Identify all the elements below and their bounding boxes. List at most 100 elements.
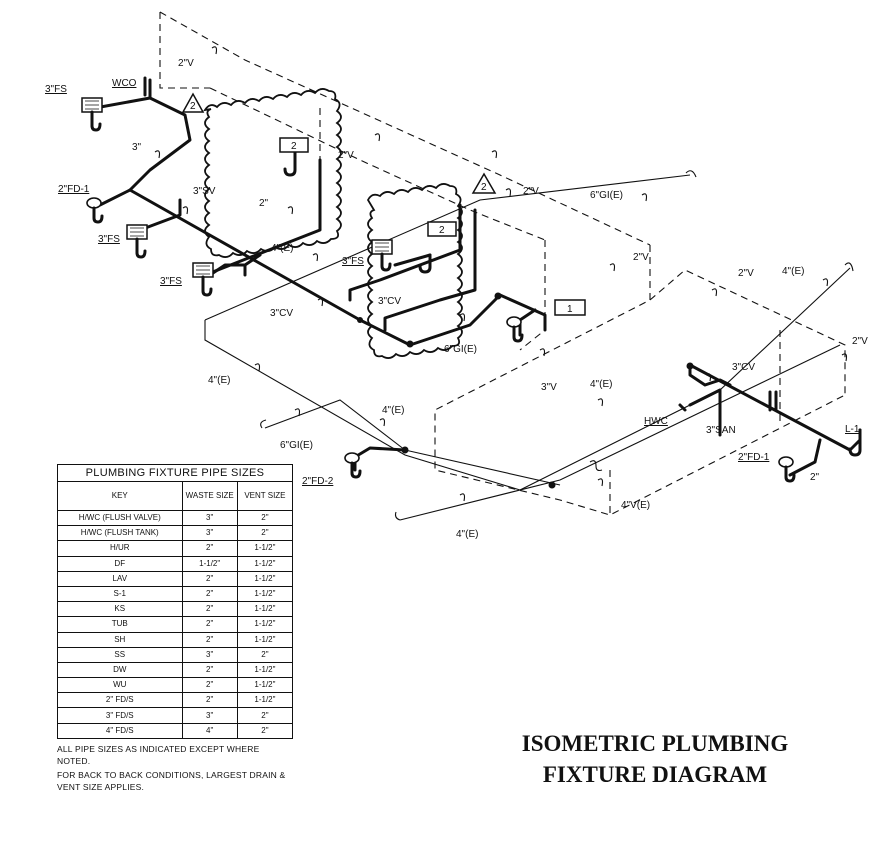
row-vent: 1-1/2" (236, 616, 294, 633)
diagram-title: ISOMETRIC PLUMBING FIXTURE DIAGRAM (470, 728, 840, 790)
pipe-sizes-table: PLUMBING FIXTURE PIPE SIZES KEY WASTE SI… (57, 464, 294, 739)
table-body: H/WC (FLUSH VALVE)3"2"H/WC (FLUSH TANK)3… (57, 509, 294, 739)
row-key: H/WC (FLUSH VALVE) (57, 509, 183, 527)
fixture-label: 3"FS (342, 256, 364, 267)
row-waste: 4" (181, 722, 238, 739)
key-box-label: 1 (567, 304, 573, 315)
key-box-label: 2 (291, 141, 297, 152)
floor-drain-icon (506, 316, 524, 343)
fixture-label: 3"FS (98, 234, 120, 245)
floor-drain-icon (344, 452, 362, 479)
pipe-size-label: 2"V (852, 336, 868, 347)
row-vent: 1-1/2" (236, 631, 294, 648)
floor-sinks (81, 97, 393, 297)
p-traps (243, 148, 862, 457)
pipe-size-label: 3"CV (732, 362, 755, 373)
table-row: H/WC (FLUSH VALVE)3"2" (57, 509, 294, 527)
pipe-size-label: 2"V (338, 150, 354, 161)
row-waste: 2" (181, 585, 238, 603)
floor-sink-icon (126, 224, 148, 259)
pipe-size-label: 4"(E) (382, 405, 404, 416)
pipe-size-label: 2"V (738, 268, 754, 279)
pipe-size-label: 4"(E) (456, 529, 478, 540)
row-vent: 1-1/2" (236, 555, 294, 572)
pipe-size-label: 2" (259, 198, 269, 209)
row-waste: 2" (181, 540, 238, 557)
row-waste: 3" (181, 646, 238, 663)
pipe-size-label: 6"GI(E) (280, 440, 313, 451)
row-key: DW (57, 661, 183, 679)
header-waste: WASTE SIZE (181, 481, 238, 511)
pipe-size-label: 3"SV (193, 186, 216, 197)
table-row: H/WC (FLUSH TANK)3"2" (57, 525, 294, 542)
floor-sink-icon (371, 239, 393, 272)
row-key: 4" FD/S (57, 722, 183, 739)
row-waste: 2" (181, 601, 238, 618)
header-key: KEY (57, 481, 183, 511)
pipe-size-label: 4"(E) (271, 243, 293, 254)
row-key: LAV (57, 570, 183, 587)
row-vent: 1-1/2" (236, 570, 294, 587)
row-vent: 1-1/2" (236, 601, 294, 618)
table-caption: PLUMBING FIXTURE PIPE SIZES (57, 464, 293, 481)
row-key: H/WC (FLUSH TANK) (57, 525, 183, 542)
revision-triangle-label: 2 (481, 182, 487, 193)
floor-drains (86, 197, 796, 483)
pipe-size-label: 2"V (523, 186, 539, 197)
existing-piping-thin (204, 170, 854, 521)
row-key: SS (57, 646, 183, 663)
pipe-size-label: 2"V (633, 252, 649, 263)
row-waste: 3" (181, 525, 238, 542)
pipe-size-label: 4"(E) (208, 375, 230, 386)
pipe-size-label: 3"CV (270, 308, 293, 319)
note-line: FOR BACK TO BACK CONDITIONS, LARGEST DRA… (57, 769, 286, 792)
row-key: TUB (57, 616, 183, 633)
floor-sink-icon (81, 97, 103, 132)
row-waste: 2" (181, 570, 238, 587)
row-key: S-1 (57, 585, 183, 603)
revision-tags: 2 2 2 2 1 (181, 92, 586, 316)
connection-points (357, 292, 694, 489)
row-waste: 1-1/2" (181, 555, 238, 572)
floor-drain-icon (778, 456, 796, 483)
fixture-label: 2"FD-1 (738, 452, 770, 463)
fixture-label: WCO (112, 78, 137, 89)
row-waste: 3" (181, 707, 238, 724)
fixture-label: 2"FD-2 (302, 476, 334, 487)
pipe-size-label: 4"(E) (782, 266, 804, 277)
row-waste: 2" (181, 661, 238, 679)
pipe-labels: 3"FS WCO 2"V 3" 2"V 2"FD-1 3"SV 2"V 6"GI… (45, 58, 868, 540)
fixture-label: HWC (644, 416, 668, 427)
floor-sink-icon (192, 262, 214, 297)
row-vent: 1-1/2" (236, 677, 294, 694)
pipe-size-label: 6"GI(E) (590, 190, 623, 201)
row-vent: 1-1/2" (236, 661, 294, 679)
row-waste: 2" (181, 677, 238, 694)
row-vent: 2" (236, 646, 294, 663)
pipe-size-label: 4"(E) (590, 379, 612, 390)
note-line: ALL PIPE SIZES AS INDICATED EXCEPT WHERE… (57, 743, 260, 766)
pipe-size-label: 2"V (178, 58, 194, 69)
row-vent: 2" (236, 525, 294, 542)
header-vent: VENT SIZE (236, 481, 294, 511)
row-vent: 2" (236, 509, 294, 527)
row-waste: 2" (181, 631, 238, 648)
row-vent: 2" (236, 722, 294, 739)
row-key: WU (57, 677, 183, 694)
row-vent: 1-1/2" (236, 585, 294, 603)
row-key: 3" FD/S (57, 707, 183, 724)
row-vent: 1-1/2" (236, 540, 294, 557)
pipe-size-label: 3"SAN (706, 425, 736, 436)
title-line-2: FIXTURE DIAGRAM (542, 762, 768, 787)
